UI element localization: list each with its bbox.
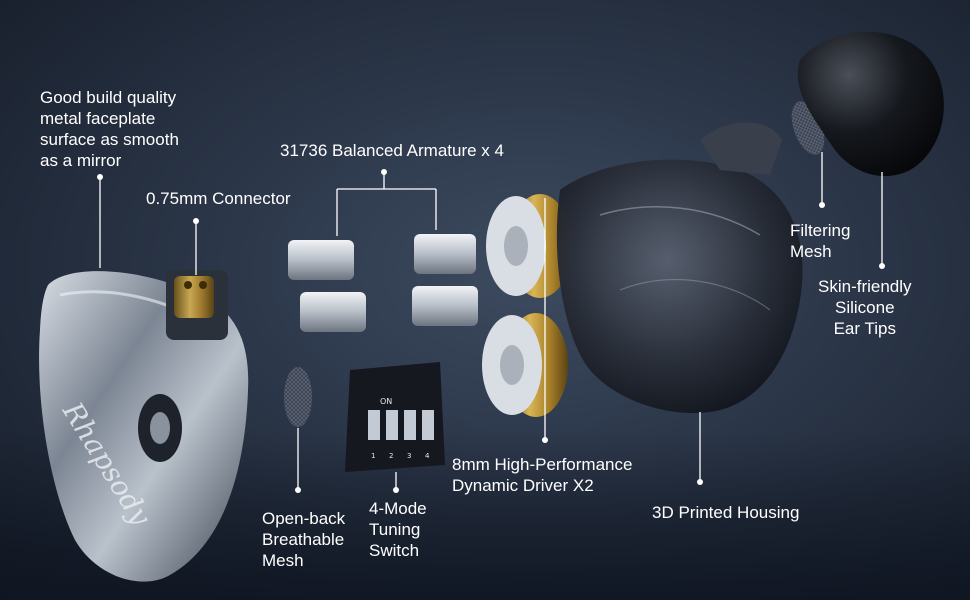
housing-callout: 3D Printed Housing	[652, 503, 800, 522]
switch-number-3: 3	[407, 452, 411, 460]
dynamic-driver-parts	[482, 194, 572, 417]
switch-number-2: 2	[389, 452, 393, 460]
switch-number-4: 4	[425, 452, 430, 460]
callout-lines	[97, 152, 885, 493]
open-back-mesh-callout: Open-back Breathable Mesh	[262, 509, 346, 570]
connector-callout: 0.75mm Connector	[146, 189, 291, 208]
tuning-switch-callout: 4-Mode Tuning Switch	[369, 499, 427, 560]
switch-number-1: 1	[371, 452, 375, 460]
armature-callout: 31736 Balanced Armature x 4	[280, 141, 504, 160]
open-back-mesh-part	[284, 367, 312, 427]
ear-tips-callout: Skin-friendly Silicone Ear Tips	[818, 277, 912, 338]
switch-on-mark: ON	[380, 397, 392, 406]
metal-faceplate: Rhapsody	[39, 271, 249, 582]
housing-part	[556, 122, 803, 414]
tuning-switch-part: ON 1 2 3 4	[345, 362, 445, 472]
faceplate-callout: Good build quality metal faceplate surfa…	[40, 88, 179, 170]
ear-tip-part	[797, 31, 944, 177]
dynamic-driver-callout: 8mm High-Performance Dynamic Driver X2	[452, 455, 633, 495]
connector-part	[166, 270, 228, 340]
balanced-armature-parts	[288, 234, 478, 332]
filtering-mesh-callout: Filtering Mesh	[790, 221, 851, 261]
